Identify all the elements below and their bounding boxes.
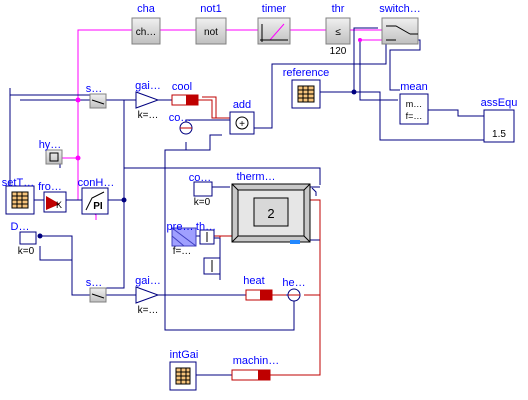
co-mid-k: k=0	[194, 197, 211, 208]
s-top-block[interactable]: s…	[86, 83, 107, 109]
switch-block[interactable]: switch…	[379, 3, 421, 45]
s-bottom-block[interactable]: s…	[86, 277, 107, 303]
s-bottom-label: s…	[86, 277, 103, 289]
thr-threshold: 120	[330, 46, 347, 57]
not1-block[interactable]: not not1	[195, 3, 227, 45]
thr-block[interactable]: ≤ thr 120	[325, 3, 351, 57]
add-sign: +	[239, 119, 245, 130]
add-block[interactable]: + add	[229, 99, 255, 135]
fro-block[interactable]: K fro…	[38, 181, 67, 213]
conh-inner-text: PI	[93, 201, 103, 212]
co-mid-block[interactable]: co… k=0	[189, 172, 213, 208]
switch-label: switch…	[379, 3, 421, 15]
therm-zone-value: 2	[267, 206, 274, 221]
he-sensor[interactable]: he…	[282, 277, 306, 302]
cha-inner-text: ch…	[136, 27, 157, 38]
assequ-block[interactable]: 1.5 assEqu	[481, 97, 518, 143]
mean-inner-text: m…	[406, 99, 423, 109]
th-label: th…	[196, 221, 216, 233]
not1-label: not1	[200, 3, 221, 15]
gain-bottom-block[interactable]: gai… k=…	[135, 275, 161, 316]
assequ-label: assEqu	[481, 97, 518, 109]
sett-block[interactable]: setT…	[2, 177, 35, 215]
thr-label: thr	[332, 3, 345, 15]
cool-heat-source[interactable]: cool	[171, 81, 199, 106]
s-top-label: s…	[86, 83, 103, 95]
real-connections	[9, 27, 484, 376]
thr-inner-text: ≤	[335, 27, 341, 38]
intgai-label: intGai	[170, 349, 199, 361]
th-block[interactable]: th…	[196, 221, 216, 245]
pre-label: pre…	[167, 221, 194, 233]
hy-label: hy…	[39, 139, 62, 151]
he-label: he…	[282, 277, 305, 289]
reference-label: reference	[283, 67, 329, 79]
hy-block[interactable]: hy…	[39, 139, 63, 165]
co-top-sensor[interactable]: co…	[169, 112, 193, 135]
gain-bottom-k: k=…	[138, 305, 159, 316]
fro-label: fro…	[38, 181, 62, 193]
d-k: k=0	[18, 246, 35, 257]
junction-dots	[37, 89, 357, 239]
reference-block[interactable]: reference	[283, 67, 329, 109]
conh-label: conH…	[78, 177, 115, 189]
temperature-sensor-block[interactable]	[203, 257, 221, 275]
cha-label: cha	[137, 3, 156, 15]
timer-block[interactable]: timer	[257, 3, 291, 45]
conh-block[interactable]: PI conH…	[78, 177, 115, 215]
gain-top-k: k=…	[138, 110, 159, 121]
co-top-label: co…	[169, 112, 192, 124]
not1-inner-text: not	[204, 27, 218, 38]
gain-top-block[interactable]: gai… k=…	[135, 80, 161, 121]
add-label: add	[233, 99, 251, 111]
timer-label: timer	[262, 3, 287, 15]
gain-bottom-label: gai…	[135, 275, 161, 287]
therm-zone-label: therm…	[236, 171, 275, 183]
fro-inner-text: K	[56, 200, 62, 210]
pre-f: f=…	[173, 246, 192, 257]
d-block[interactable]: D… k=0	[11, 221, 37, 257]
machin-label: machin…	[233, 355, 279, 367]
therm-zone-block[interactable]: 2 therm…	[231, 171, 311, 244]
mean-block[interactable]: m… f=… mean	[399, 81, 429, 125]
machin-block[interactable]: machin…	[231, 355, 279, 381]
sett-label: setT…	[2, 177, 34, 189]
boolean-connections	[60, 29, 385, 220]
co-mid-label: co…	[189, 172, 212, 184]
intgai-block[interactable]: intGai	[169, 349, 199, 391]
heat-source[interactable]: heat	[243, 275, 273, 301]
assequ-value: 1.5	[492, 129, 506, 140]
cha-block[interactable]: ch… cha	[131, 3, 161, 45]
gain-top-label: gai…	[135, 80, 161, 92]
pre-block[interactable]: pre… f=…	[167, 221, 197, 257]
cool-label: cool	[172, 81, 192, 93]
heat-label: heat	[243, 275, 264, 287]
boolean-junction-dots	[75, 38, 362, 161]
d-label: D…	[11, 221, 30, 233]
mean-label: mean	[400, 81, 428, 93]
mean-parameter: f=…	[406, 111, 423, 121]
